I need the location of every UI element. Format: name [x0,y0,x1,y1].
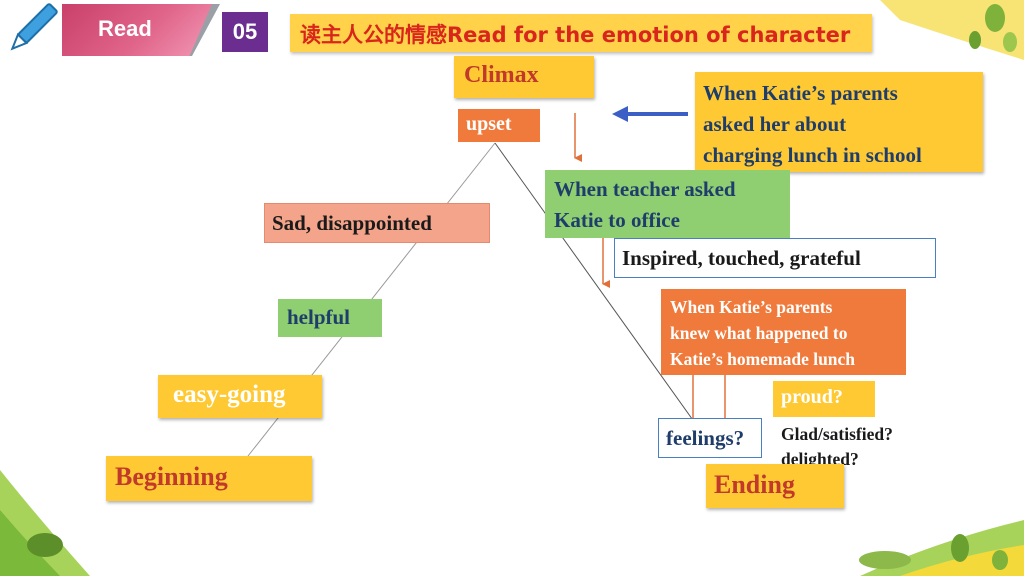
read-tab: Read [62,4,212,56]
page-title: 读主人公的情感Read for the emotion of character [290,14,872,52]
climax-label: Climax [454,56,594,98]
parents-knew-line-2: knew what happened to [670,323,848,343]
helpful-label: helpful [278,299,382,337]
blue-arrow [612,106,688,122]
parents-knew-line-1: When Katie’s parents [670,297,833,317]
parents-asked-box: When Katie’s parents asked her about cha… [695,72,983,172]
upset-label: upset [458,109,540,142]
falling-line [494,142,721,459]
proud-label: proud? [773,381,875,417]
teacher-asked-line-2: Katie to office [554,208,680,232]
glad-line-1: Glad/satisfied? [781,424,893,444]
parents-asked-line-1: When Katie’s parents [703,81,898,105]
parents-knew-line-3: Katie’s homemade lunch [670,349,856,369]
ending-label: Ending [706,464,844,508]
section-number: 05 [222,12,268,52]
beginning-label: Beginning [106,456,312,501]
teacher-asked-box: When teacher asked Katie to office [545,170,790,238]
parents-asked-line-3: charging lunch in school [703,143,922,167]
teacher-asked-line-1: When teacher asked [554,177,736,201]
parents-asked-line-2: asked her about [703,112,847,136]
inspired-label: Inspired, touched, grateful [614,238,936,278]
pencil-icon [10,3,58,51]
parents-knew-box: When Katie’s parents knew what happened … [661,289,906,375]
sad-label: Sad, disappointed [264,203,490,243]
feelings-label: feelings? [658,418,762,458]
easy-going-label: easy-going [158,375,322,418]
